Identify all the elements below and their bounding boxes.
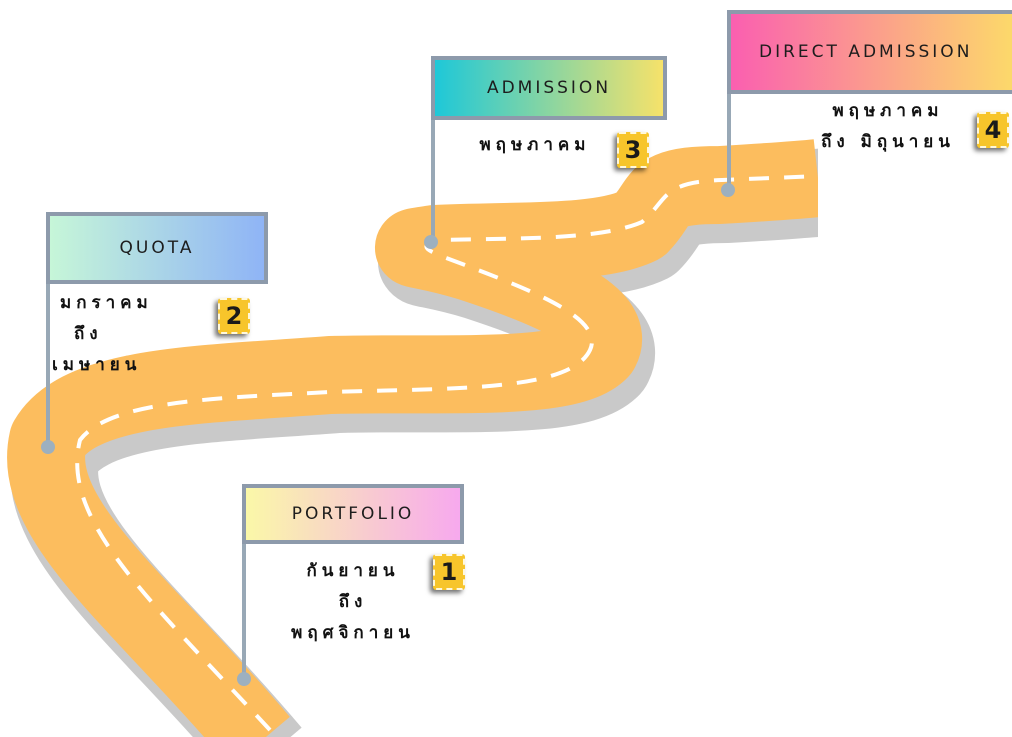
flag-label: DIRECT ADMISSION (759, 42, 973, 62)
period-line: พฤศจิกายน (291, 623, 415, 643)
flag-pole (431, 58, 435, 242)
period-line: พฤษภาคม (479, 135, 591, 155)
period-line: กันยายน (306, 561, 400, 581)
flag-direct-admission: DIRECT ADMISSION (727, 10, 1012, 94)
period-line: ถึง มิถุนายน (821, 132, 955, 152)
step-badge: 2 (218, 298, 250, 334)
period-text: พฤษภาคม (470, 130, 600, 161)
flag-pole (727, 12, 731, 190)
step-badge: 1 (433, 554, 465, 590)
flag-portfolio: PORTFOLIO (242, 484, 464, 544)
pole-base-dot (41, 440, 55, 454)
pole-base-dot (721, 183, 735, 197)
period-text: พฤษภาคม ถึง มิถุนายน (808, 96, 968, 158)
pole-base-dot (237, 672, 251, 686)
step-badge: 3 (617, 132, 649, 168)
period-line: ถึง (338, 592, 368, 612)
flag-label: QUOTA (119, 238, 195, 258)
step-badge: 4 (977, 112, 1009, 148)
pole-base-dot (424, 235, 438, 249)
flag-label: PORTFOLIO (291, 504, 415, 524)
lane-marking (75, 174, 819, 732)
flag-admission: ADMISSION (431, 56, 667, 120)
flag-pole (242, 486, 246, 678)
flag-label: ADMISSION (486, 78, 612, 98)
period-text: มกราคม ถึง เมษายน (52, 288, 172, 381)
period-line: มกราคม (60, 293, 153, 313)
flag-pole (46, 214, 50, 442)
period-line: ถึง (74, 324, 103, 344)
period-line: เมษายน (52, 355, 142, 375)
flag-quota: QUOTA (46, 212, 268, 284)
period-line: พฤษภาคม (832, 101, 944, 121)
period-text: กันยายน ถึง พฤศจิกายน (278, 556, 428, 649)
